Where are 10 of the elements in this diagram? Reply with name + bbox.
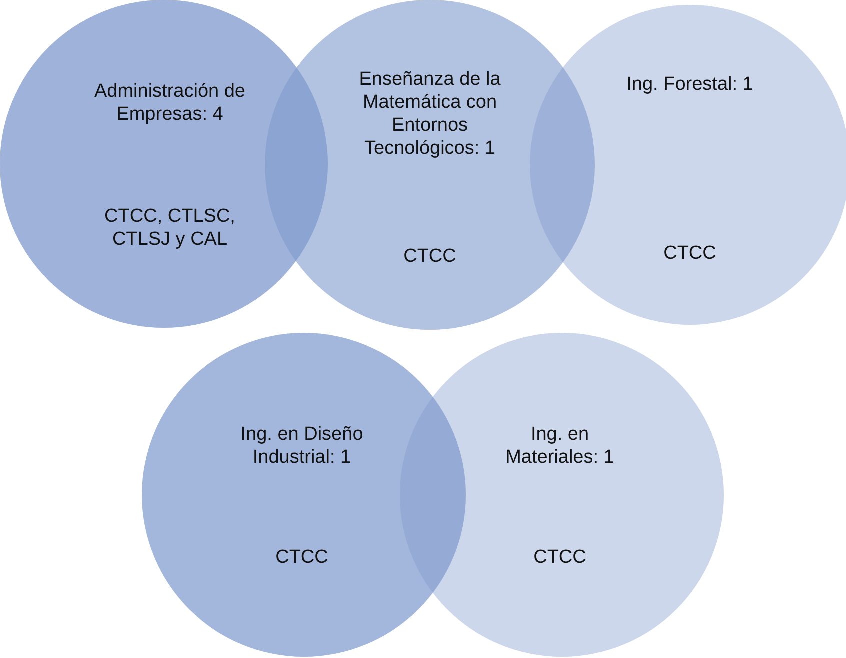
circle-title: Administración de Empresas: 4 bbox=[93, 80, 247, 126]
circle-label: CTCC, CTLSC, CTLSJ y CAL bbox=[104, 205, 236, 251]
circle-title: Ing. Forestal: 1 bbox=[626, 73, 754, 96]
circle-title: Enseñanza de la Matemática con Entornos Tecnológicos: 1 bbox=[358, 68, 502, 160]
circle-label: CTCC bbox=[274, 546, 330, 569]
circle-label: CTCC bbox=[402, 245, 458, 268]
circle-label: CTCC bbox=[662, 242, 718, 265]
circle-label: CTCC bbox=[532, 546, 588, 569]
circle-title: Ing. en Diseño Industrial: 1 bbox=[240, 423, 364, 469]
circle-title: Ing. en Materiales: 1 bbox=[504, 423, 616, 469]
